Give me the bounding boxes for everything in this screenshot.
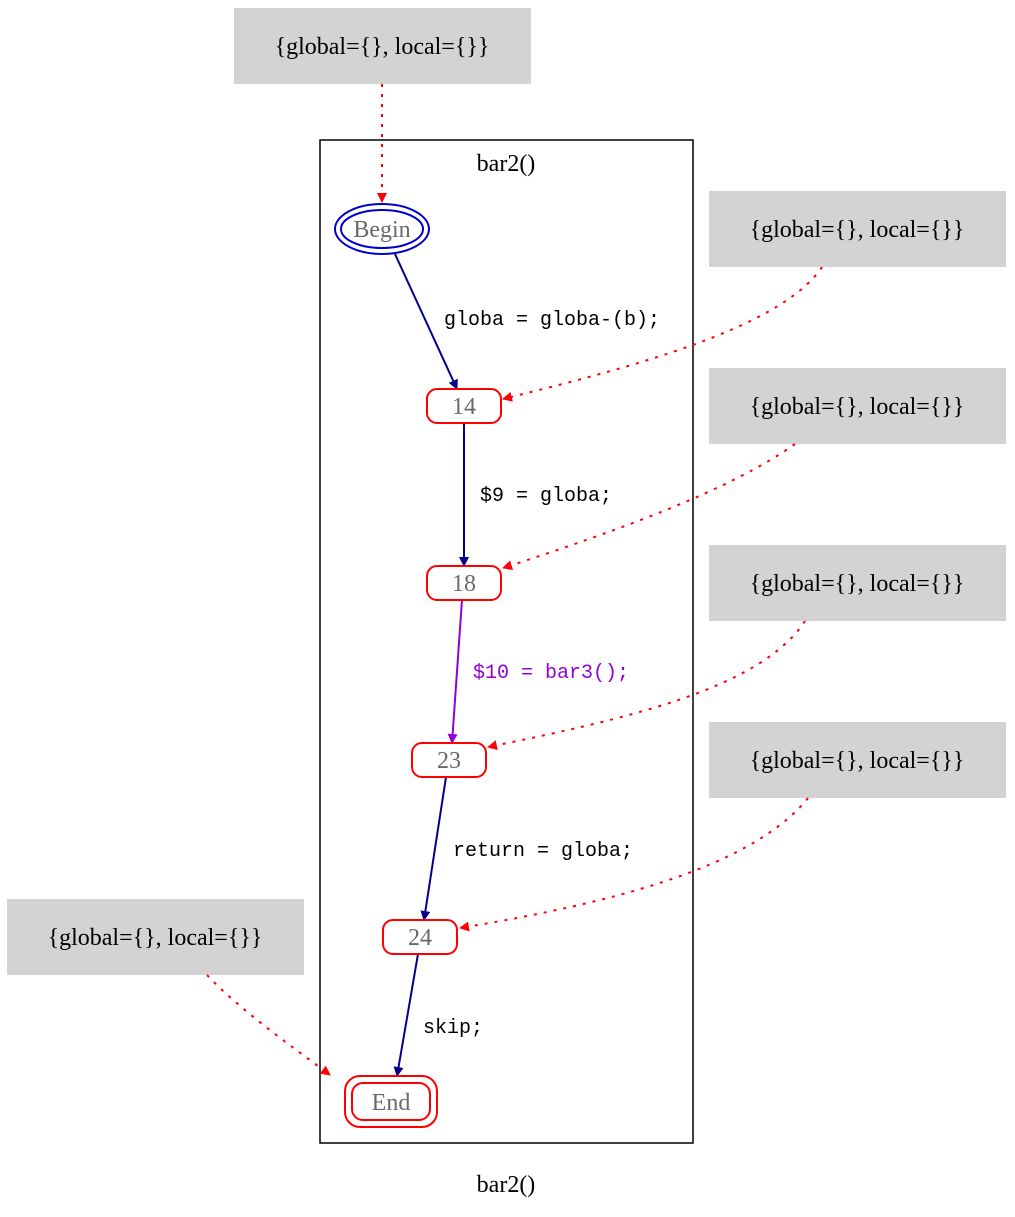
node-14: 14: [426, 388, 502, 424]
edge-label-assign-9: $9 = globa;: [480, 485, 612, 508]
node-label: 23: [437, 748, 461, 774]
node-label: End: [372, 1090, 411, 1116]
node-18: 18: [426, 565, 502, 601]
state-edge-24: [459, 797, 809, 932]
flow-edge-24-end: [393, 953, 419, 1077]
state-edge-14: [502, 266, 823, 402]
state-box-14: {global={}, local={}}: [709, 191, 1006, 267]
edge-label-return: return = globa;: [453, 840, 633, 863]
node-end: End: [344, 1075, 438, 1128]
node-label: 24: [408, 925, 432, 951]
state-label: {global={}, local={}}: [750, 217, 965, 243]
node-24: 24: [382, 919, 458, 955]
state-box-18: {global={}, local={}}: [709, 368, 1006, 444]
node-label: 18: [452, 571, 476, 597]
state-label: {global={}, local={}}: [750, 394, 965, 420]
edge-label-skip: skip;: [423, 1017, 483, 1040]
state-label: {global={}, local={}}: [750, 571, 965, 597]
state-label: {global={}, local={}}: [275, 34, 490, 60]
cluster-label: bar2(): [477, 151, 536, 177]
state-label: {global={}, local={}}: [48, 925, 263, 951]
edge-label-assign-globa: globa = globa-(b);: [444, 309, 660, 332]
state-box-23: {global={}, local={}}: [709, 545, 1006, 621]
call-edge-18-23: [447, 599, 463, 744]
node-label: Begin: [353, 217, 410, 243]
state-label: {global={}, local={}}: [750, 748, 965, 774]
state-box-24: {global={}, local={}}: [709, 722, 1006, 798]
state-edge-end: [206, 974, 331, 1076]
edge-label-call-bar3: $10 = bar3();: [473, 662, 629, 685]
node-begin: Begin: [334, 203, 430, 255]
state-edge-18: [502, 443, 796, 570]
graph-label: bar2(): [477, 1172, 536, 1198]
state-edge-23: [487, 620, 806, 751]
node-label: 14: [452, 394, 476, 420]
flow-edge-begin-14: [394, 253, 458, 390]
node-23: 23: [411, 742, 487, 778]
state-box-top: {global={}, local={}}: [234, 8, 531, 84]
state-box-end: {global={}, local={}}: [7, 899, 304, 975]
cluster-box: [319, 139, 694, 1144]
flow-edge-23-24: [420, 776, 447, 921]
